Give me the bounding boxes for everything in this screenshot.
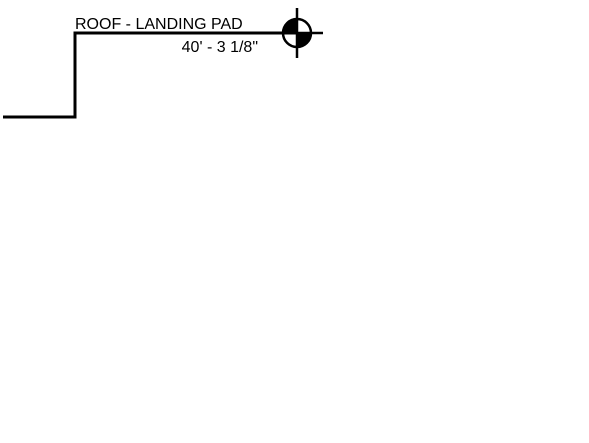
level-elevation-label: 40' - 3 1/8"	[182, 39, 258, 56]
level-name-label: ROOF - LANDING PAD	[75, 16, 243, 33]
level-line	[3, 31, 297, 119]
level-head-target-icon[interactable]	[272, 8, 323, 58]
